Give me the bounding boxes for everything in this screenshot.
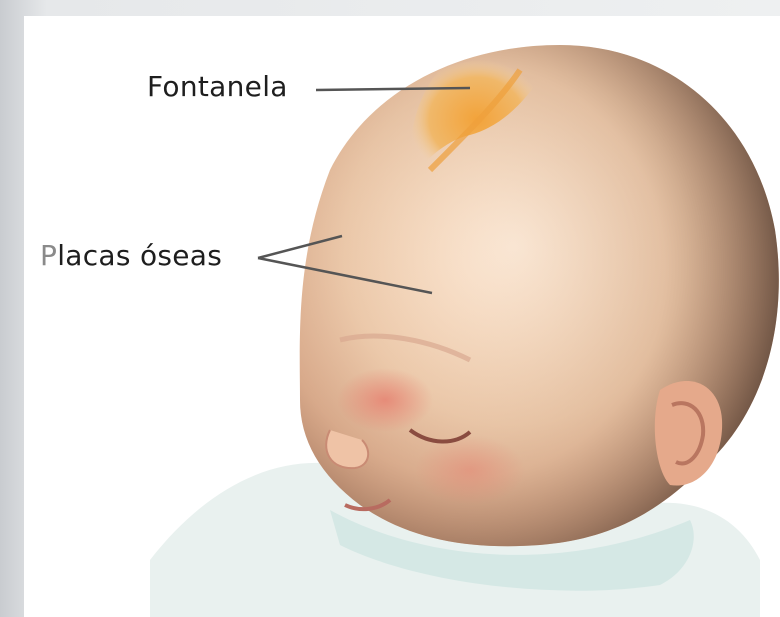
fontanela-label: Fontanela <box>147 70 288 103</box>
baby-cheek <box>337 368 433 432</box>
placas-label-first-letter: P <box>40 239 57 272</box>
placas-label-rest: lacas óseas <box>57 239 222 272</box>
placas-oseas-label: Placas óseas <box>40 239 222 272</box>
baby-cheek-2 <box>415 435 525 505</box>
